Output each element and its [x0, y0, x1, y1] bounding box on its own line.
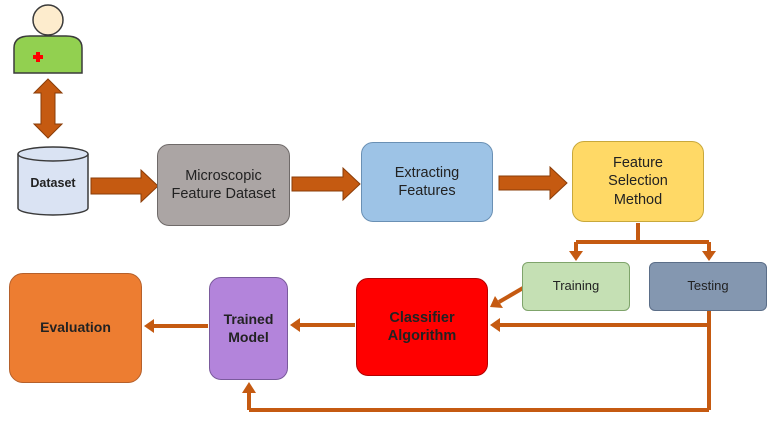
- evaluation-label: Evaluation: [40, 319, 111, 336]
- testing-label: Testing: [687, 278, 729, 294]
- arrow-extracting-to-selection: [498, 165, 568, 201]
- arrow-head-testing-to-classifier: [490, 318, 500, 332]
- feature-selection-node: Feature Selection Method: [572, 141, 704, 222]
- connector-model-to-evaluation: [144, 319, 208, 333]
- dataset-node: Dataset: [18, 166, 88, 202]
- evaluation-node: Evaluation: [9, 273, 142, 383]
- training-label: Training: [552, 278, 600, 294]
- database-cylinder-icon: [17, 146, 89, 216]
- arrow-head-testing-to-model: [242, 382, 256, 393]
- trained-model-node: Trained Model: [209, 277, 288, 380]
- microscopic-feature-dataset-node: Microscopic Feature Dataset: [157, 144, 290, 226]
- connector-classifier-to-model: [290, 318, 355, 332]
- connector-selection-split: [574, 223, 711, 251]
- trained-model-label: Trained Model: [223, 311, 274, 345]
- testing-node: Testing: [649, 262, 767, 311]
- classifier-label: Classifier Algorithm: [387, 309, 457, 344]
- arrow-microscopic-to-extracting: [291, 166, 361, 202]
- extracting-label: Extracting Features: [394, 164, 460, 199]
- classifier-algorithm-node: Classifier Algorithm: [356, 278, 488, 376]
- selection-label: Feature Selection Method: [608, 155, 668, 208]
- doctor-user-icon: [13, 4, 83, 74]
- dataset-label: Dataset: [30, 176, 76, 191]
- arrow-head-to-testing: [702, 251, 716, 261]
- training-node: Training: [522, 262, 630, 311]
- connector-testing-paths: [247, 311, 711, 412]
- arrow-dataset-to-microscopic: [90, 168, 159, 204]
- user-dataset-double-arrow: [32, 78, 64, 139]
- connector-training-to-classifier: [490, 286, 525, 308]
- extracting-features-node: Extracting Features: [361, 142, 493, 222]
- arrow-head-to-training: [569, 251, 583, 261]
- microscopic-label: Microscopic Feature Dataset: [171, 167, 276, 202]
